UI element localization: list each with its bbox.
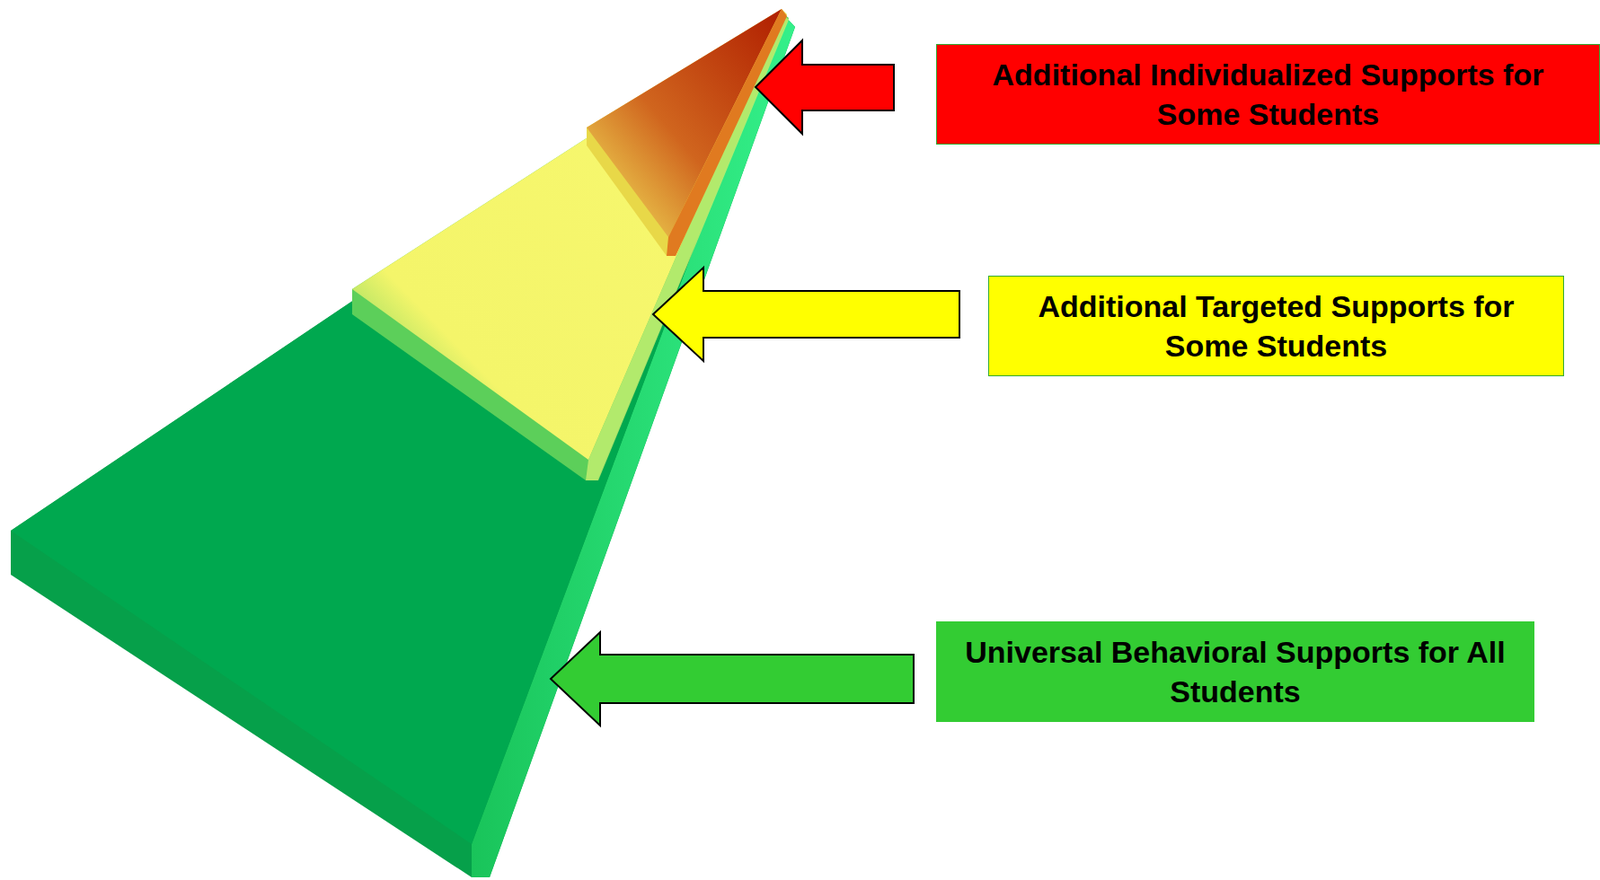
red-step-side <box>586 8 787 257</box>
red-step-top <box>586 8 782 238</box>
green-arrow <box>550 632 914 726</box>
yellow-arrow <box>653 267 960 362</box>
red-arrow <box>755 40 894 134</box>
red-step-edge <box>666 8 787 257</box>
tier-label: Universal Behavioral Supports for All St… <box>950 632 1521 712</box>
tier-label: Additional Individualized Supports for S… <box>951 54 1585 134</box>
tier2-box: Additional Targeted Supports for Some St… <box>988 275 1565 377</box>
tier3-box: Additional Individualized Supports for S… <box>936 44 1600 145</box>
tier-label: Additional Targeted Supports for Some St… <box>1003 286 1549 366</box>
tier1-box: Universal Behavioral Supports for All St… <box>936 621 1535 723</box>
